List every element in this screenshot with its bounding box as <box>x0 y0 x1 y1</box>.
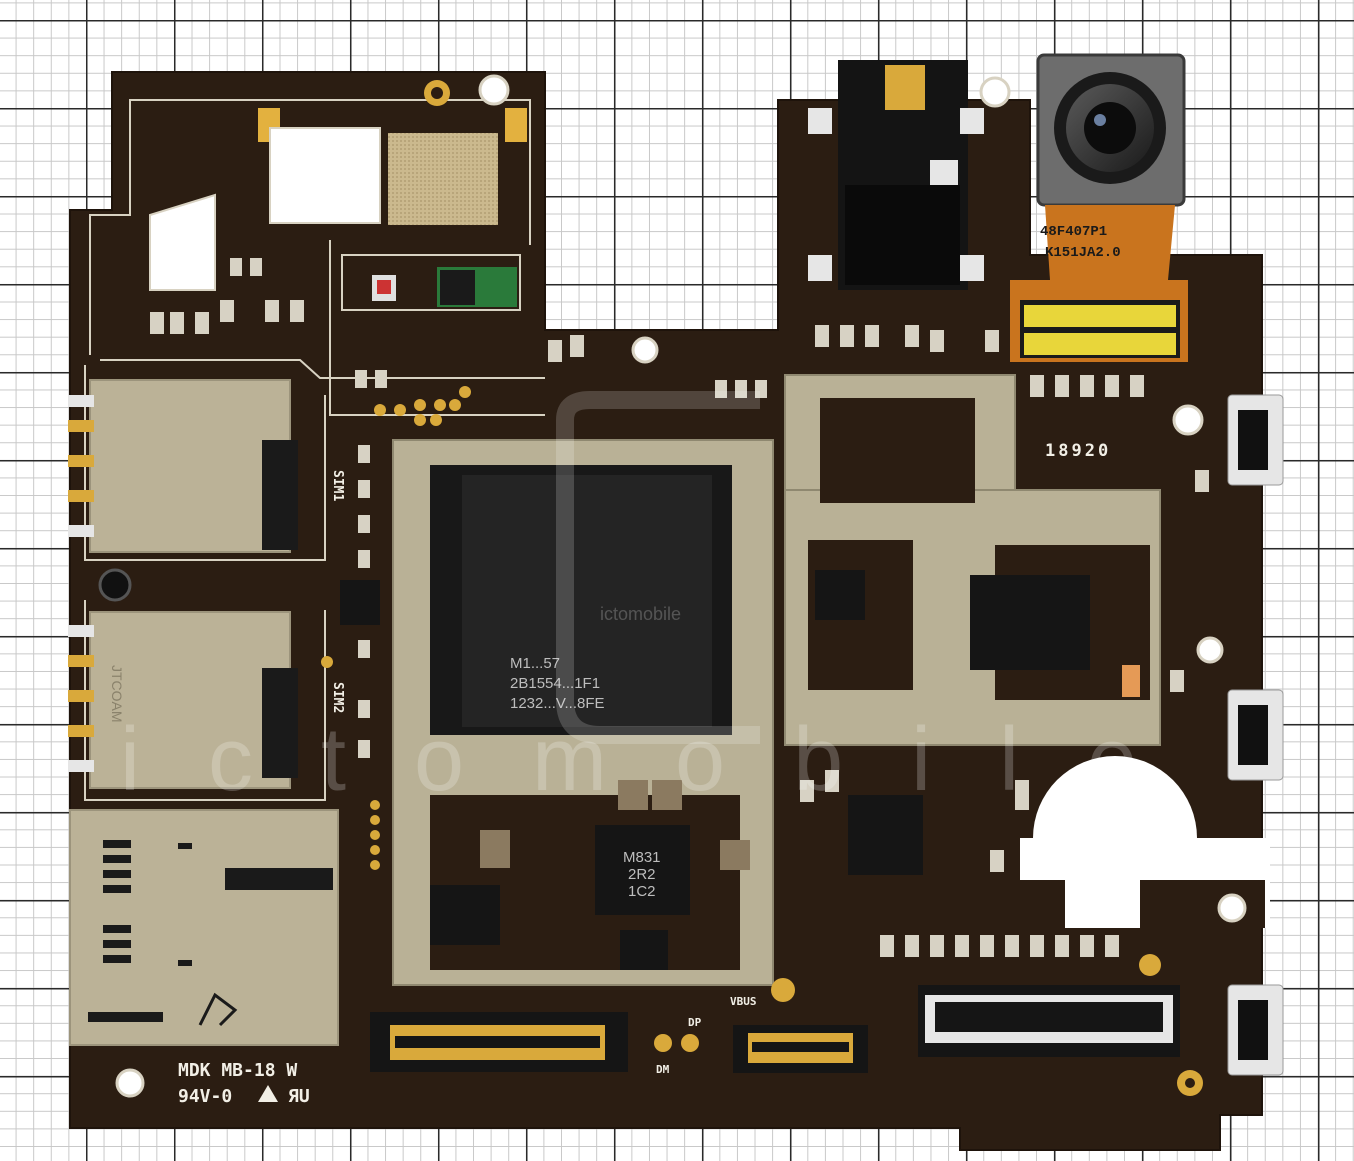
model-marking: MDK MB-18 W <box>178 1060 297 1081</box>
ul-mark: ЯU <box>288 1086 310 1107</box>
sim-tray-brand: JTCOAM <box>109 665 125 723</box>
pmic-marking-2: 2R2 <box>628 866 656 883</box>
camera-module <box>1010 53 1188 362</box>
watermark-logo-text: ictomobile <box>600 604 681 624</box>
display-flex-connector <box>918 985 1180 1057</box>
camera-flex-marking-1: 48F407P1 <box>1040 224 1107 240</box>
camera-flex-marking-2: K151JA2.0 <box>1045 245 1121 261</box>
mount-hole <box>115 1068 145 1098</box>
pmic-marking-1: M831 <box>623 849 661 866</box>
mount-hole <box>1172 404 1204 436</box>
sim2-label: SIM2 <box>330 682 345 713</box>
mount-hole <box>1196 636 1224 664</box>
rating-marking: 94V-0 <box>178 1086 232 1107</box>
mount-hole <box>478 74 510 106</box>
ic-sensor <box>340 580 380 625</box>
usb-connector <box>733 1025 868 1073</box>
watermark-large-text: ictomobile <box>120 710 1205 810</box>
smd-components <box>150 258 1209 957</box>
antenna-pad-block <box>388 133 498 225</box>
mount-hole <box>631 336 659 364</box>
memory-chip-marking-2: 2B1554...1F1 <box>510 675 600 692</box>
microsd-tray <box>69 809 339 1046</box>
pmic-marking-3: 1C2 <box>628 883 656 900</box>
board-to-board-connector <box>370 1012 628 1072</box>
rf-shield <box>784 374 1161 746</box>
warning-triangle-icon <box>258 1085 278 1102</box>
test-pad-dm <box>681 1034 699 1052</box>
sim2-tray <box>68 611 298 789</box>
test-pad-vbus <box>771 978 795 1002</box>
mount-hole <box>979 76 1011 108</box>
dp-label: DP <box>688 1016 702 1029</box>
dm-label: DM <box>656 1063 670 1076</box>
vbus-label: VBUS <box>730 995 757 1008</box>
sim1-tray <box>68 379 298 553</box>
serial-marking: 18920 <box>1045 441 1111 461</box>
memory-chip-marking-1: M1...57 <box>510 655 560 672</box>
memory-chip-marking-3: 1232...V...8FE <box>510 695 605 712</box>
grommet <box>98 568 132 602</box>
ic-audio <box>848 795 923 875</box>
headphone-jack <box>808 60 984 290</box>
processor-shield <box>392 439 774 986</box>
test-pad-dp <box>654 1034 672 1052</box>
sim1-label: SIM1 <box>330 470 345 501</box>
watermark-logo: ictomobile <box>556 391 760 744</box>
solder-pads <box>321 386 471 870</box>
mount-hole <box>1217 893 1247 923</box>
